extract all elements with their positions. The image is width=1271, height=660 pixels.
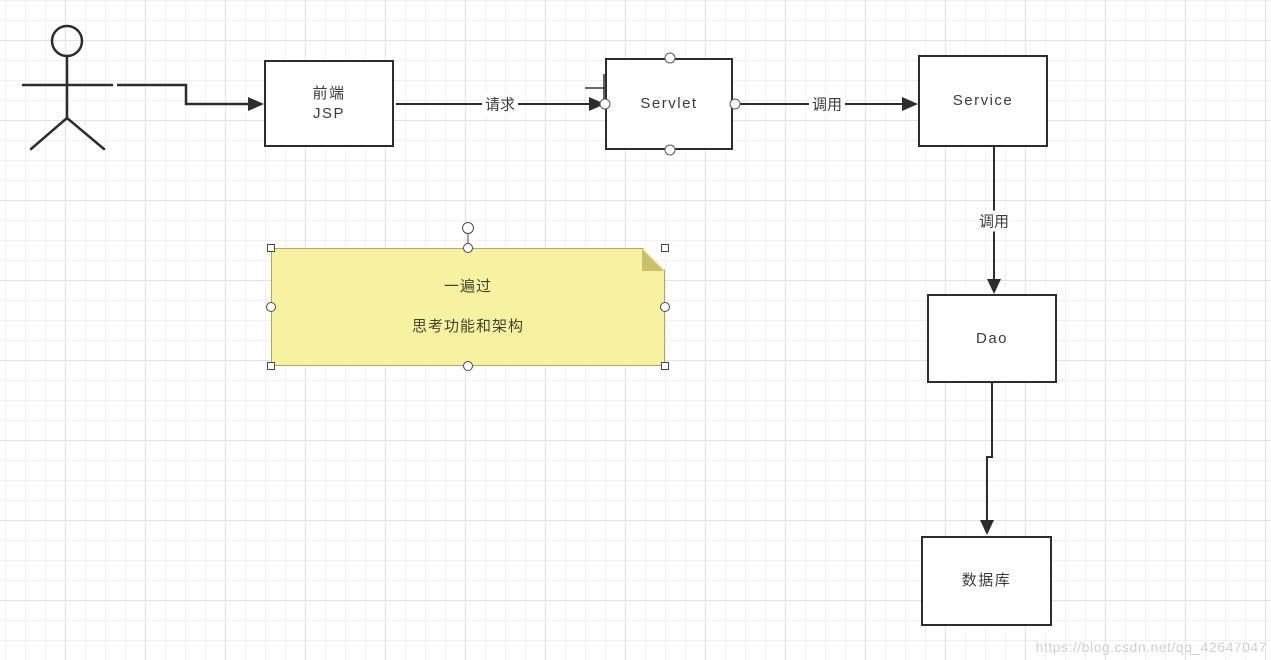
resize-handle-top-right[interactable] — [661, 244, 669, 252]
arrowhead — [248, 97, 264, 111]
resize-handle-bottom-middle[interactable] — [463, 361, 473, 371]
node-frontend-jsp-label-line1: 前端 — [312, 84, 346, 102]
node-dao[interactable]: Dao — [927, 294, 1057, 383]
actor-leg-right — [65, 116, 106, 151]
resize-handle-right-middle[interactable] — [660, 302, 670, 312]
node-servlet[interactable]: Servlet — [605, 58, 733, 150]
resize-handle-bottom-left[interactable] — [267, 362, 275, 370]
connection-point-servlet-bottom[interactable] — [664, 144, 676, 156]
edge-dao-to-database[interactable] — [980, 383, 994, 535]
sticky-note-line1: 一遍过 — [443, 278, 492, 295]
resize-handle-bottom-right[interactable] — [661, 362, 669, 370]
node-service-label: Service — [952, 92, 1014, 109]
node-dao-label: Dao — [975, 329, 1009, 347]
actor-head — [50, 24, 84, 58]
arrowhead — [980, 520, 994, 535]
connection-point-servlet-right[interactable] — [729, 98, 741, 110]
connection-point-servlet-top[interactable] — [664, 52, 676, 64]
arrowhead — [987, 279, 1001, 294]
resize-handle-top-middle[interactable] — [463, 243, 473, 253]
edge-label-call-servlet-service[interactable]: 调用 — [808, 93, 846, 115]
sticky-note-line2: 思考功能和架构 — [411, 318, 524, 335]
actor-leg-left — [29, 116, 69, 151]
node-database[interactable]: 数据库 — [921, 536, 1052, 626]
sticky-note[interactable]: 一遍过 思考功能和架构 — [271, 248, 665, 366]
watermark-url: https://blog.csdn.net/qq_42647047 — [1035, 639, 1267, 655]
connection-point-servlet-left[interactable] — [599, 98, 611, 110]
node-servlet-label: Servlet — [640, 95, 698, 112]
node-service[interactable]: Service — [918, 55, 1048, 147]
rotation-handle[interactable] — [462, 222, 474, 234]
edge-label-call-service-dao[interactable]: 调用 — [975, 210, 1013, 232]
arrowhead — [902, 97, 918, 111]
node-frontend-jsp[interactable]: 前端 JSP — [264, 60, 394, 147]
node-database-label: 数据库 — [961, 572, 1012, 589]
arrowhead — [589, 97, 605, 111]
edge-actor-to-jsp[interactable] — [117, 83, 264, 111]
actor-figure[interactable] — [21, 24, 114, 151]
resize-handle-top-left[interactable] — [267, 244, 275, 252]
node-frontend-jsp-label-line2: JSP — [312, 104, 345, 122]
resize-handle-left-middle[interactable] — [266, 302, 276, 312]
rotation-handle-stem — [467, 232, 469, 248]
edge-label-request[interactable]: 请求 — [481, 93, 519, 115]
